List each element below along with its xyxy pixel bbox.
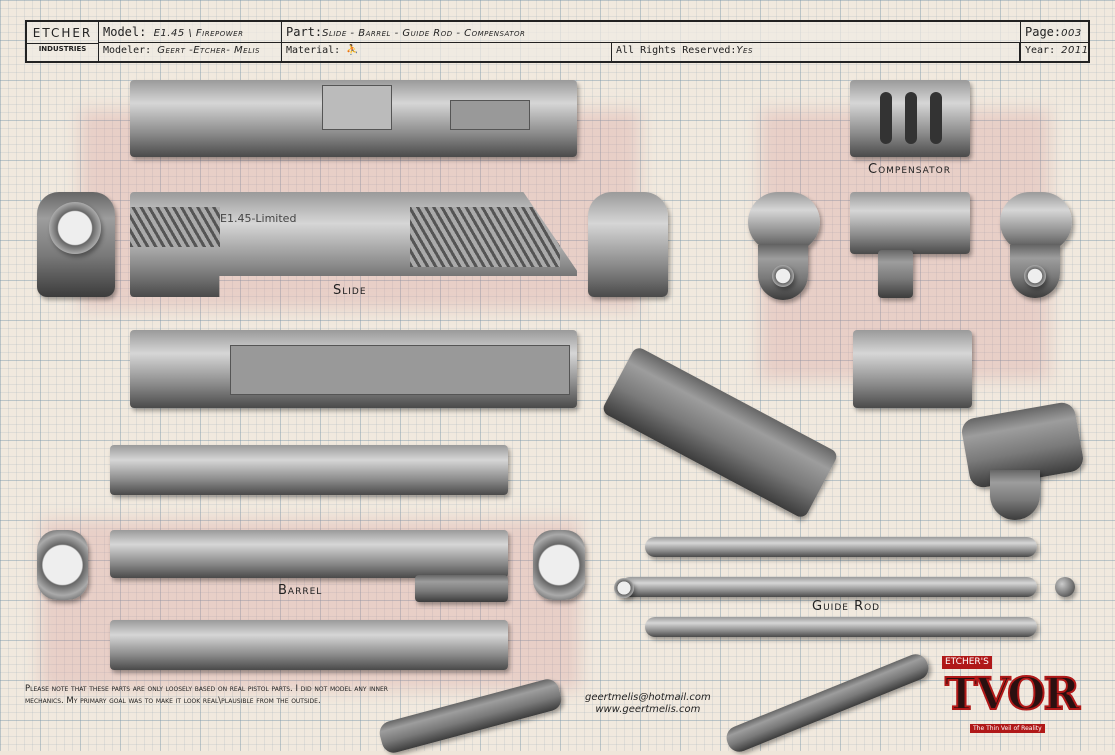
part-field: Part:Slide - Barrel - Guide Rod - Compen… bbox=[282, 22, 1020, 42]
slide-rear-view bbox=[37, 192, 115, 297]
contact-website[interactable]: www.geertmelis.com bbox=[595, 704, 701, 715]
logo-top-text: ETCHER'S bbox=[942, 656, 992, 669]
year-value: 2011 bbox=[1061, 45, 1088, 56]
guide-rod-bottom-view bbox=[645, 617, 1037, 637]
slide-top-view bbox=[130, 80, 577, 157]
label-guide-rod: Guide Rod bbox=[812, 599, 881, 614]
compensator-top-view bbox=[850, 80, 970, 157]
slide-front-view bbox=[588, 192, 668, 297]
modeler-label: Modeler: bbox=[103, 45, 152, 56]
compensator-front-view bbox=[748, 192, 820, 252]
year-label: Year: bbox=[1025, 45, 1056, 56]
material-field: Material: ⛹ bbox=[282, 42, 612, 61]
barrel-top-view bbox=[110, 445, 508, 495]
page-field: Page:003 bbox=[1020, 22, 1088, 42]
modeler-field: Modeler: Geert -Etcher- Melis bbox=[99, 42, 282, 61]
divider bbox=[99, 42, 1088, 43]
company-logo: ETCHER INDUSTRIES bbox=[27, 22, 99, 61]
slide-engraving: E1.45-Limited bbox=[220, 212, 297, 225]
barrel-bottom-view bbox=[110, 620, 508, 670]
guide-rod-end bbox=[614, 578, 634, 598]
page-label: Page: bbox=[1025, 25, 1062, 39]
logo-tagline: The Thin Veil of Reality bbox=[970, 724, 1045, 733]
guide-rod-side-view bbox=[620, 577, 1037, 597]
modeler-value: Geert -Etcher- Melis bbox=[157, 45, 261, 56]
guide-rod-cap bbox=[1055, 577, 1075, 597]
guide-rod-top-view bbox=[645, 537, 1037, 557]
compensator-rear-lug bbox=[1010, 245, 1060, 298]
logo-main-text: TVOR bbox=[944, 669, 1081, 720]
compensator-rear-view bbox=[1000, 192, 1072, 252]
label-compensator: Compensator bbox=[868, 162, 951, 177]
compensator-side-view bbox=[850, 192, 970, 254]
rights-label: All Rights Reserved: bbox=[616, 45, 737, 56]
company-sub: INDUSTRIES bbox=[27, 43, 98, 54]
barrel-side-view bbox=[110, 530, 508, 578]
slide-bottom-view bbox=[130, 330, 577, 408]
compensator-front-lug bbox=[758, 245, 808, 300]
contact-info: geertmelis@hotmail.com www.geertmelis.co… bbox=[585, 692, 711, 716]
part-label: Part: bbox=[286, 25, 323, 39]
rights-field: All Rights Reserved:Yes bbox=[612, 42, 1020, 61]
barrel-front-ring bbox=[533, 530, 585, 600]
compensator-3d-lug bbox=[990, 470, 1040, 520]
compensator-side-lug bbox=[878, 250, 913, 298]
disclaimer-note: Please note that these parts are only lo… bbox=[25, 684, 388, 706]
barrel-rear-ring bbox=[37, 530, 88, 600]
barrel-lug bbox=[415, 575, 508, 602]
contact-email[interactable]: geertmelis@hotmail.com bbox=[585, 692, 711, 703]
model-value: E1.45 \ Firepower bbox=[153, 28, 244, 39]
zbrush-figure-icon: ⛹ bbox=[346, 45, 359, 56]
tvor-logo: ETCHER'S TVOR The Thin Veil of Reality bbox=[940, 654, 1090, 749]
model-field: Model: E1.45 \ Firepower bbox=[99, 22, 282, 42]
page-value: 003 bbox=[1061, 28, 1082, 39]
rights-value: Yes bbox=[736, 45, 753, 56]
label-barrel: Barrel bbox=[278, 583, 323, 598]
material-label: Material: bbox=[286, 45, 341, 56]
year-field: Year: 2011 bbox=[1020, 42, 1088, 61]
model-label: Model: bbox=[103, 25, 147, 39]
company-name: ETCHER bbox=[32, 26, 93, 40]
label-slide: Slide bbox=[333, 283, 367, 298]
title-block: ETCHER INDUSTRIES Model: E1.45 \ Firepow… bbox=[25, 20, 1090, 63]
part-value: Slide - Barrel - Guide Rod - Compensator bbox=[322, 28, 526, 39]
compensator-bottom-view bbox=[853, 330, 972, 408]
